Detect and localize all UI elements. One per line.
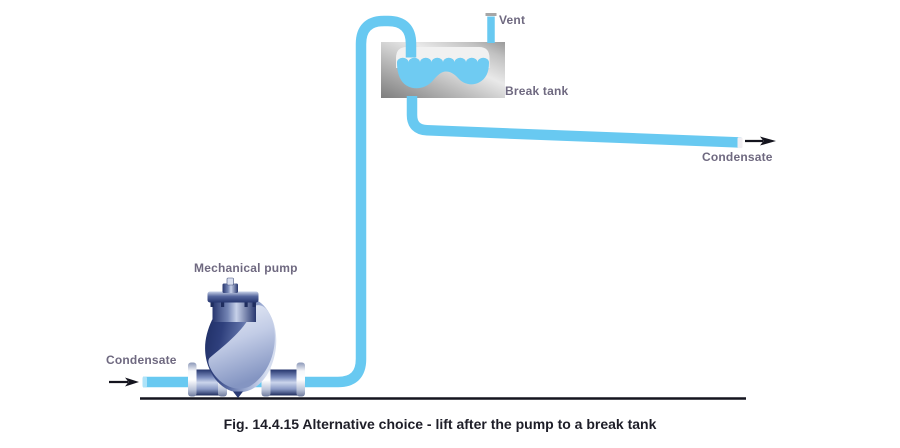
pump-bolt (210, 302, 214, 307)
pump-right-outer-flange (296, 362, 305, 397)
condensate-in-label: Condensate (106, 353, 177, 367)
vent-cap-icon (485, 13, 497, 16)
pump-drip-point (233, 391, 243, 398)
pipe-end-cap (737, 137, 743, 149)
break-tank-graphic (381, 42, 505, 98)
condensate-out-label: Condensate (702, 150, 773, 164)
flow-arrow-out-icon (745, 136, 776, 146)
pump-neck (212, 300, 256, 322)
break-tank-label: Break tank (505, 84, 569, 98)
tank-water (397, 57, 489, 89)
pipe-start-cap (142, 376, 147, 388)
pump-body-highlight (208, 305, 275, 389)
pump-bolt (252, 302, 256, 307)
pipework (142, 13, 743, 388)
outlet-pipe (406, 96, 742, 148)
pump-top-knob (226, 277, 234, 286)
pump-top-flange (207, 291, 259, 303)
vent-label: Vent (499, 13, 526, 27)
inlet-riser-pipe (143, 15, 417, 388)
pump-left-outer-flange (188, 362, 197, 397)
pump-bolt (244, 302, 248, 307)
figure-caption: Fig. 14.4.15 Alternative choice - lift a… (223, 416, 657, 432)
pump-bolt (221, 302, 225, 307)
mechanical-pump-label: Mechanical pump (194, 261, 298, 275)
mechanical-pump-graphic (188, 277, 305, 398)
pump-top-fitting (222, 283, 238, 293)
flow-arrow-in-icon (109, 377, 139, 387)
